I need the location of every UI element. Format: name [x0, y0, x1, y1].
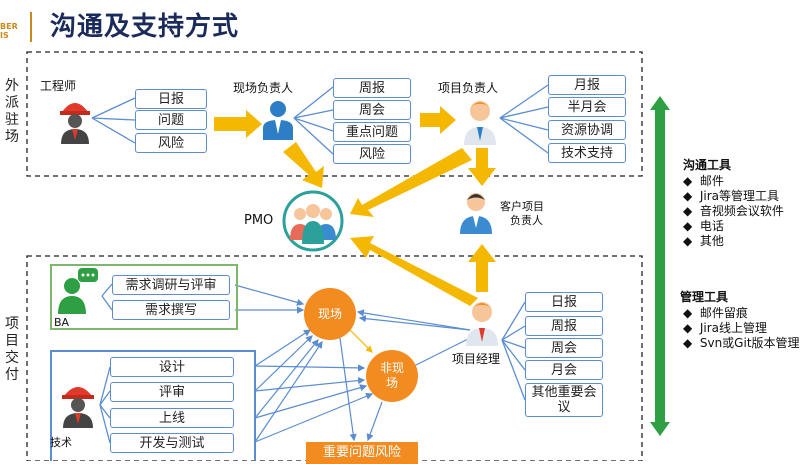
project-manager-label: 项目经理 — [452, 352, 501, 366]
company-logo: BER IS — [0, 22, 22, 56]
lead-bracket — [499, 84, 549, 154]
ba-label: BA — [54, 316, 70, 329]
tech-item: 评审 — [110, 382, 234, 402]
tech-bracket — [99, 366, 111, 444]
lead-item: 资源协调 — [548, 120, 626, 140]
comm-tool-text: 其他 — [699, 234, 724, 248]
pm-item: 月会 — [525, 360, 603, 380]
comm-tool-item: ◆ 邮件 — [683, 174, 724, 188]
mgmt-tool-item: ◆ Svn或Git版本管理 — [683, 336, 800, 350]
tech-item: 上线 — [110, 408, 234, 428]
tech-icon — [60, 380, 96, 428]
engineer-bracket — [91, 97, 136, 144]
ba-group — [50, 264, 238, 330]
pm-item: 周会 — [525, 338, 603, 358]
pm-item: 其他重要会议 — [525, 383, 603, 417]
engineer-icon — [58, 96, 92, 144]
ba-item: 需求撰写 — [112, 300, 230, 320]
offsite-node: 非现场 — [366, 350, 418, 402]
mgmt-tools-list: ◆ 邮件留痕 ◆ Jira线上管理 ◆ Svn或Git版本管理 — [683, 306, 800, 351]
section-label-top: 外派驻场 — [5, 78, 19, 145]
onsite-node: 现场 — [304, 288, 356, 340]
tech-item: 设计 — [110, 357, 234, 377]
mgmt-tool-text: Jira线上管理 — [699, 321, 768, 335]
pm-item: 日报 — [525, 292, 603, 312]
bottom-dashed-frame — [26, 255, 643, 461]
lead-item: 技术支持 — [548, 143, 626, 163]
lead-item: 月报 — [548, 75, 626, 95]
site-item: 周会 — [333, 100, 411, 120]
ba-bracket — [101, 283, 113, 311]
project-manager-icon — [464, 298, 500, 346]
comm-tool-text: 音视频会议软件 — [699, 204, 784, 218]
pm-item: 周报 — [525, 316, 603, 336]
engineer-item: 日报 — [135, 89, 207, 109]
comm-tool-item: ◆ Jira等管理工具 — [683, 189, 780, 203]
pmo-label: PMO — [244, 213, 274, 228]
top-dashed-frame — [26, 51, 643, 177]
flow-arrows — [234, 284, 471, 443]
mgmt-tool-text: 邮件留痕 — [699, 306, 748, 320]
engineer-item: 问题 — [135, 110, 207, 130]
mgmt-tool-text: Svn或Git版本管理 — [699, 336, 800, 350]
comm-tool-item: ◆ 电话 — [683, 219, 724, 233]
site-lead-icon — [262, 100, 294, 140]
logo-text: BER IS — [0, 22, 18, 40]
comm-tools-heading: 沟通工具 — [683, 158, 732, 172]
client-lead-icon — [458, 190, 494, 234]
site-bracket — [293, 86, 334, 155]
mgmt-tool-item: ◆ 邮件留痕 — [683, 306, 748, 320]
tools-double-arrow — [650, 96, 670, 436]
offsite-link — [345, 325, 373, 353]
tech-item: 开发与测试 — [110, 433, 234, 453]
site-item: 重点问题 — [333, 122, 411, 142]
lead-item: 半月会 — [548, 97, 626, 117]
engineer-item: 风险 — [135, 133, 207, 153]
pm-bracket — [501, 301, 526, 401]
yellow-arrows — [214, 106, 496, 306]
project-lead-icon — [462, 97, 498, 145]
tech-label: 技术 — [50, 436, 72, 449]
tech-group — [50, 350, 256, 461]
section-label-bottom: 项目交付 — [5, 316, 19, 383]
project-lead-label: 项目负责人 — [438, 81, 499, 95]
site-lead-label: 现场负责人 — [233, 81, 294, 95]
mgmt-tools-heading: 管理工具 — [680, 290, 729, 304]
comm-tools-list: ◆ 邮件 ◆ Jira等管理工具 ◆ 音视频会议软件 ◆ 电话 ◆ 其他 — [683, 174, 784, 249]
client-lead-line-2: 负责人 — [510, 214, 543, 227]
engineer-label: 工程师 — [40, 79, 77, 93]
mgmt-tool-item: ◆ Jira线上管理 — [683, 321, 768, 335]
comm-tool-item: ◆ 音视频会议软件 — [683, 204, 784, 218]
comm-tool-text: Jira等管理工具 — [699, 189, 780, 203]
ba-icon — [58, 268, 100, 316]
comm-tool-text: 电话 — [699, 219, 724, 233]
site-item: 风险 — [333, 144, 411, 164]
pmo-team-icon — [282, 190, 344, 252]
client-lead-line-1: 客户项目 — [500, 200, 544, 213]
site-item: 周报 — [333, 78, 411, 98]
key-risk-bar: 重要问题风险 — [306, 442, 418, 464]
client-lead-label: 客户项目 负责人 — [500, 200, 544, 228]
page-title: 沟通及支持方式 — [50, 12, 240, 42]
comm-tool-text: 邮件 — [699, 174, 724, 188]
ba-item: 需求调研与评审 — [112, 275, 230, 295]
comm-tool-item: ◆ 其他 — [683, 234, 724, 248]
title-accent-bar — [30, 12, 32, 42]
